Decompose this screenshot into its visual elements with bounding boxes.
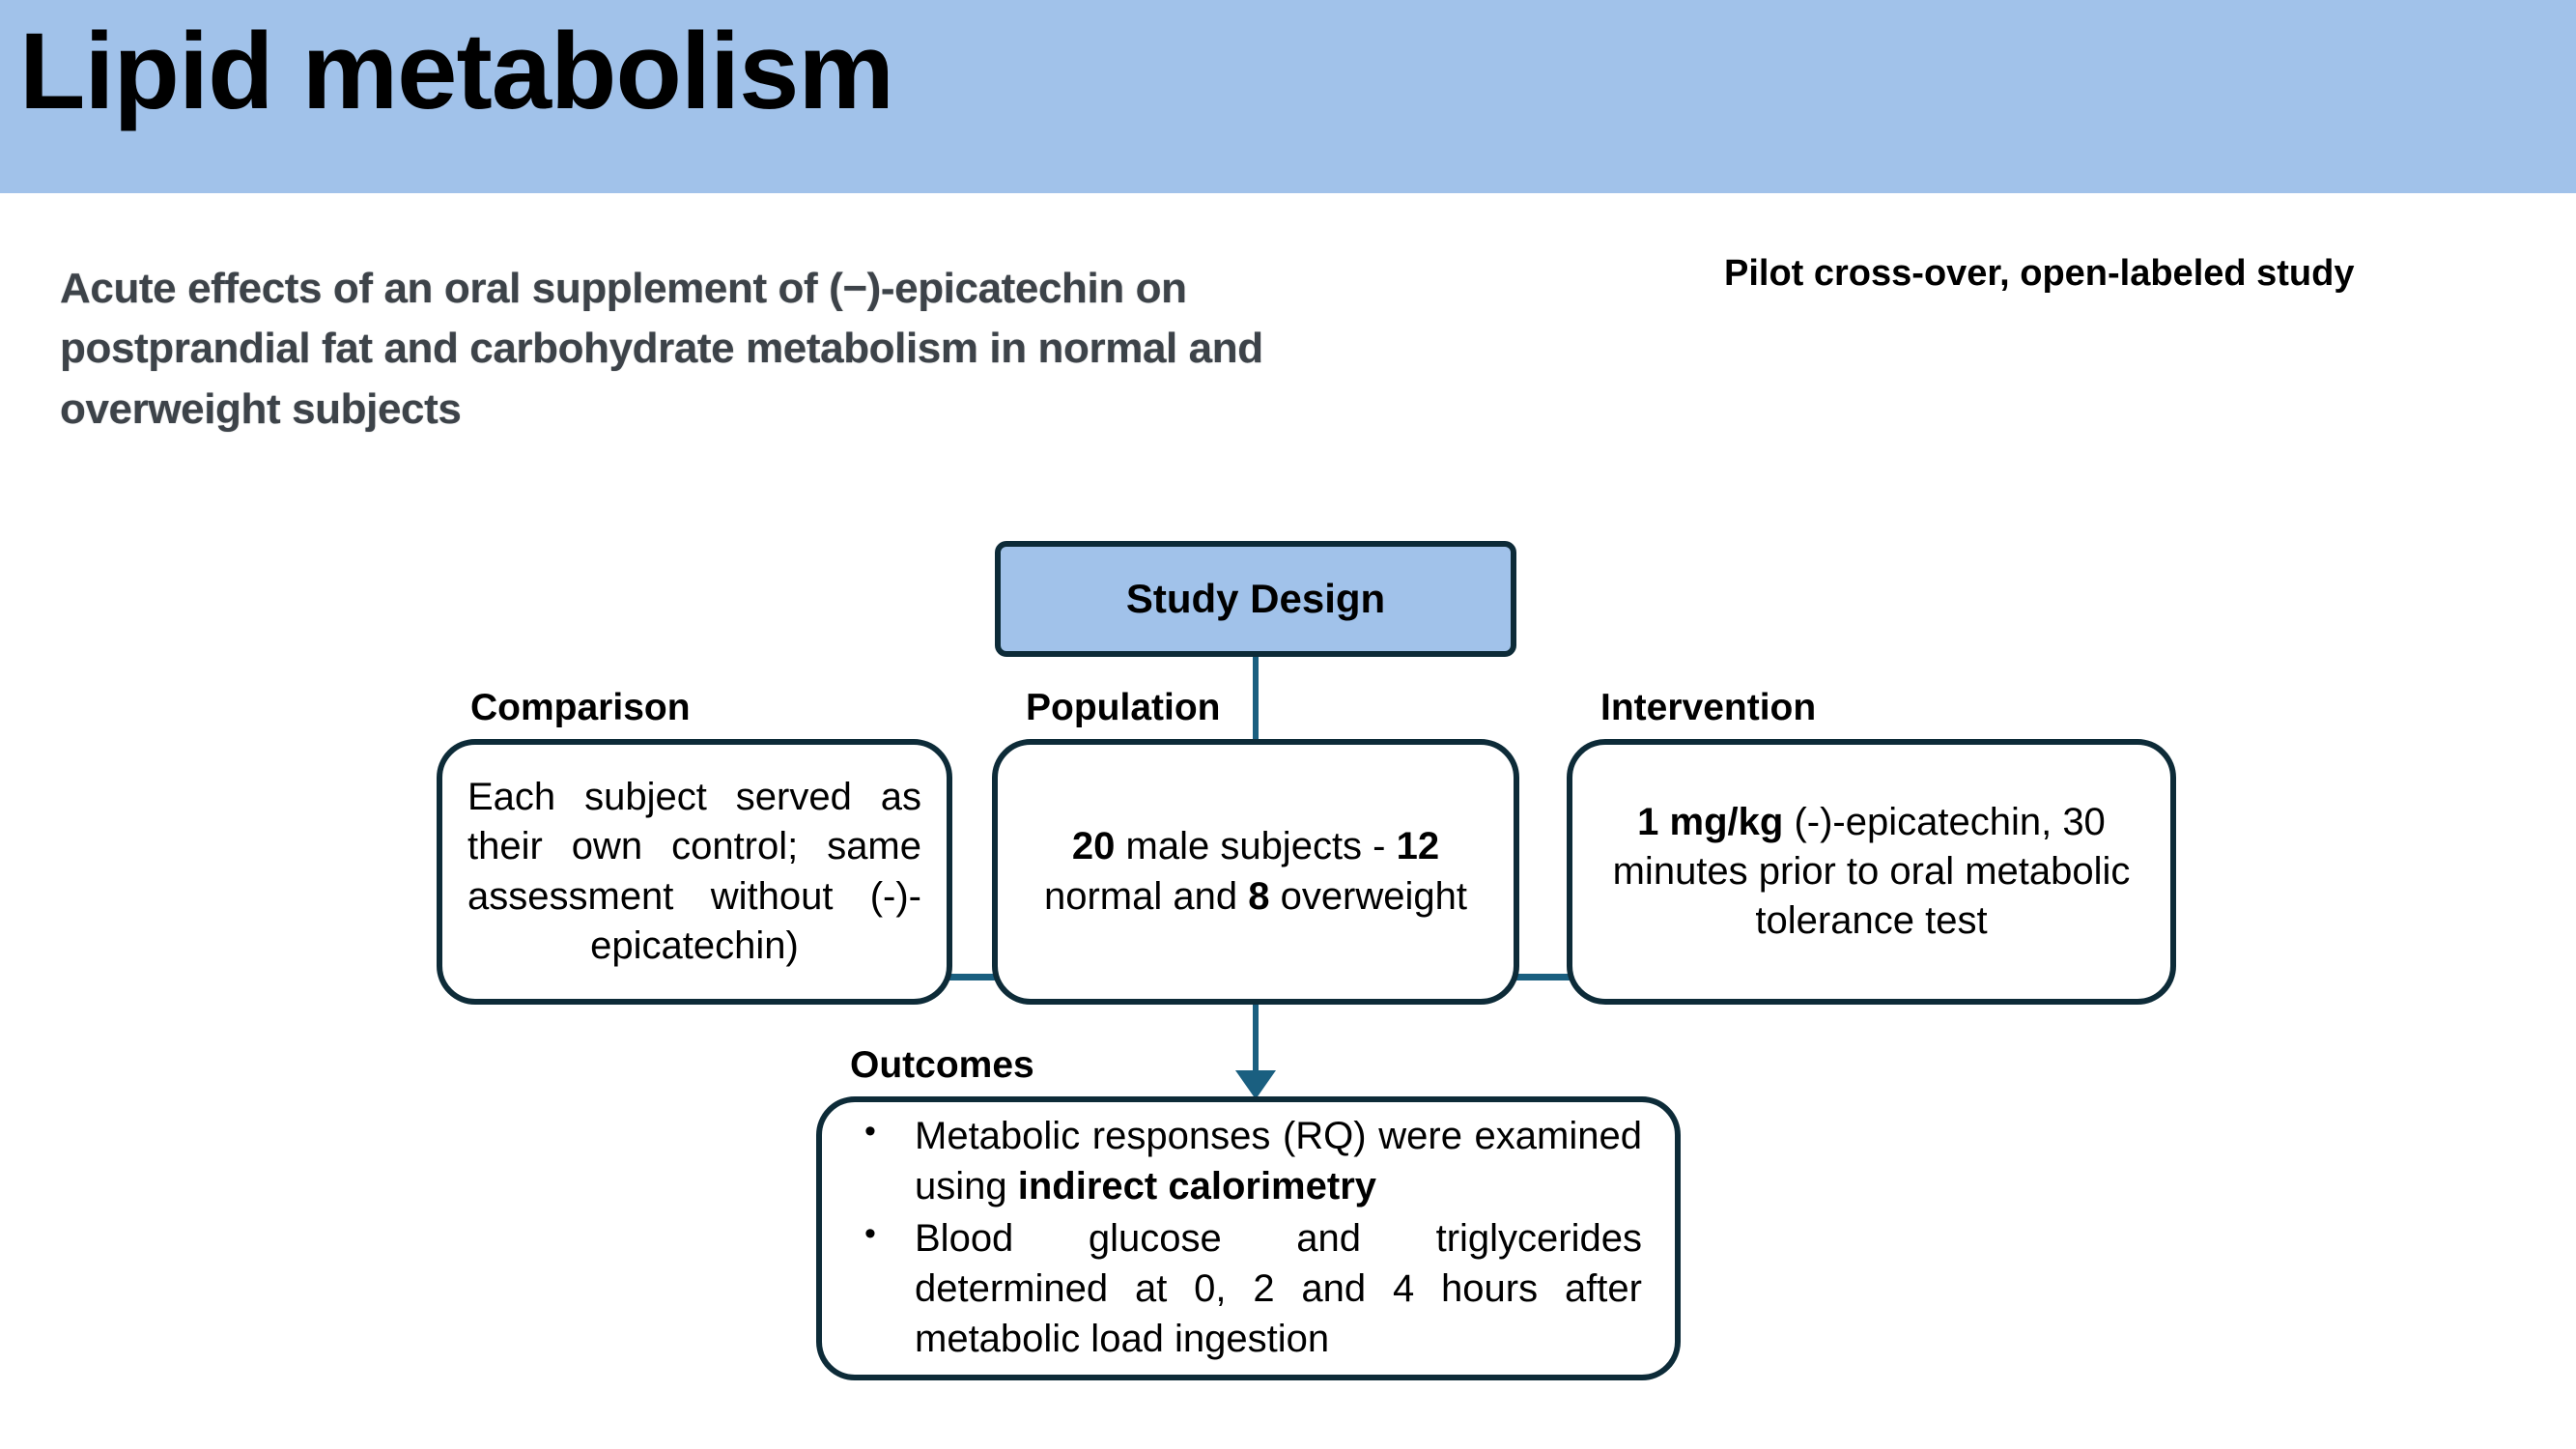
article-title: Acute effects of an oral supplement of (… [60,265,1263,433]
branch-label-intervention: Intervention [1600,687,1817,728]
node-population-text: 20 male subjects - 12 normal and 8 overw… [1043,825,1468,918]
outcomes-bullet-list: Metabolic responses (RQ) were examined u… [851,1110,1642,1364]
title-banner: Lipid metabolism [0,0,2576,193]
connector-population-to-outcomes [1253,1003,1259,1078]
page-title: Lipid metabolism [19,11,894,131]
node-intervention-text: 1 mg/kg (-)-epicatechin, 30 minutes prio… [1612,800,2131,943]
node-study-design-label: Study Design [1125,576,1386,622]
node-intervention: 1 mg/kg (-)-epicatechin, 30 minutes prio… [1567,739,2176,1005]
list-item: Metabolic responses (RQ) were examined u… [851,1110,1642,1211]
node-comparison: Each subject served as their own control… [437,739,952,1005]
node-population: 20 male subjects - 12 normal and 8 overw… [992,739,1519,1005]
connector-root-to-population [1253,657,1259,742]
node-outcomes-text: Metabolic responses (RQ) were examined u… [822,1110,1675,1366]
arrow-down-icon [1235,1070,1276,1099]
connector-comparison-to-population [947,974,998,980]
node-study-design: Study Design [995,541,1516,657]
node-comparison-text: Each subject served as their own control… [467,776,921,967]
study-type-caption: Pilot cross-over, open-labeled study [1724,253,2355,294]
connector-population-to-intervention [1514,974,1572,980]
branch-label-population: Population [1026,687,1221,728]
branch-label-comparison: Comparison [470,687,691,728]
node-outcomes: Metabolic responses (RQ) were examined u… [816,1096,1681,1380]
branch-label-outcomes: Outcomes [850,1044,1034,1086]
list-item: Blood glucose and triglycerides determin… [851,1212,1642,1364]
